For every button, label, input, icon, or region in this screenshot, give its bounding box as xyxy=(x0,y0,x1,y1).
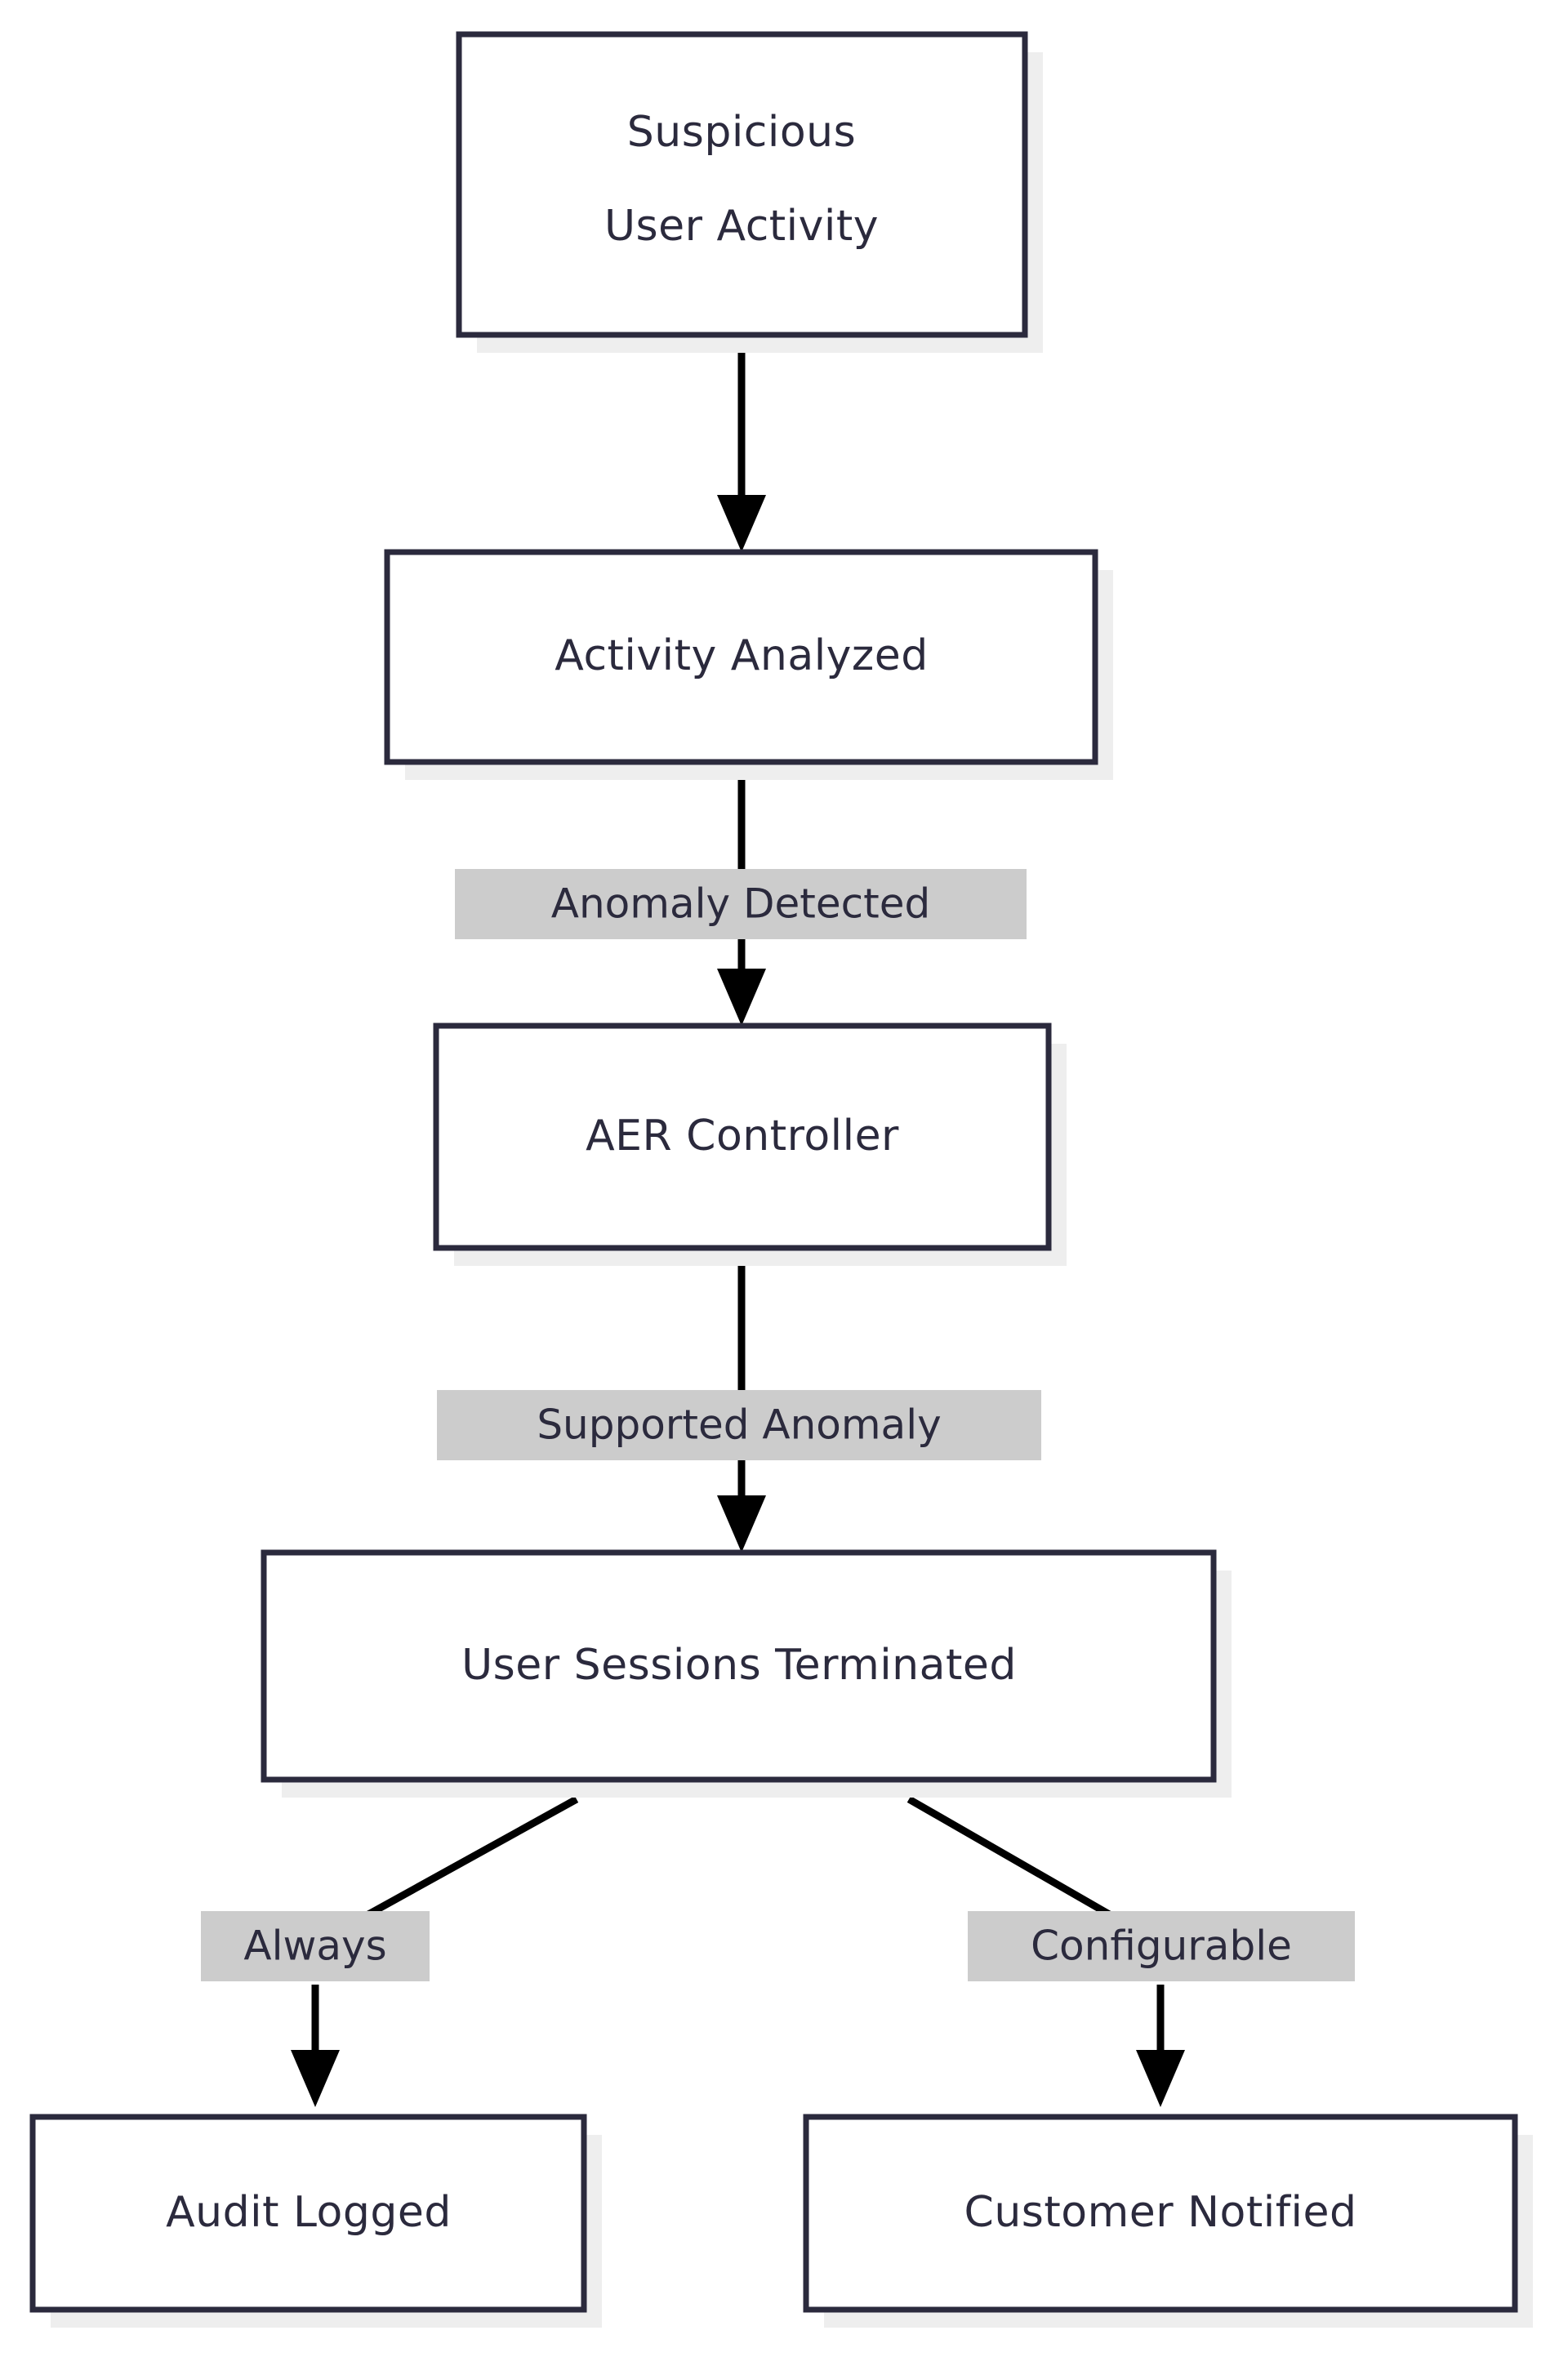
edge-label-configurable: Configurable xyxy=(968,1911,1355,1981)
node-activity-analyzed-label: Activity Analyzed xyxy=(555,631,928,680)
node-customer-notified[interactable]: Customer Notified xyxy=(803,2114,1533,2328)
node-customer-notified-label: Customer Notified xyxy=(964,2188,1357,2237)
node-aer-controller-label: AER Controller xyxy=(586,1112,899,1161)
node-activity-analyzed[interactable]: Activity Analyzed xyxy=(384,549,1113,780)
edge-label-always-text: Always xyxy=(243,1923,386,1970)
node-aer-controller[interactable]: AER Controller xyxy=(433,1023,1067,1266)
edge-label-supported-anomaly: Supported Anomaly xyxy=(437,1390,1041,1460)
node-suspicious-user-activity-label-line1: Suspicious xyxy=(627,108,856,157)
node-suspicious-user-activity-label-line2: User Activity xyxy=(604,202,879,251)
edge-label-configurable-text: Configurable xyxy=(1031,1923,1292,1970)
node-user-sessions-terminated[interactable]: User Sessions Terminated xyxy=(261,1549,1232,1798)
edge-label-always: Always xyxy=(201,1911,430,1981)
edge-label-supported-anomaly-text: Supported Anomaly xyxy=(537,1401,941,1449)
node-audit-logged-label: Audit Logged xyxy=(166,2188,452,2237)
edge-label-anomaly-detected: Anomaly Detected xyxy=(455,869,1027,939)
node-user-sessions-terminated-label: User Sessions Terminated xyxy=(461,1641,1017,1690)
edge-suspicious-to-analyzed xyxy=(717,335,766,552)
node-suspicious-user-activity[interactable]: Suspicious User Activity xyxy=(456,31,1043,353)
node-audit-logged[interactable]: Audit Logged xyxy=(29,2114,602,2328)
edge-label-anomaly-detected-text: Anomaly Detected xyxy=(551,880,930,928)
edge-controller-to-sessions xyxy=(717,1266,766,1553)
